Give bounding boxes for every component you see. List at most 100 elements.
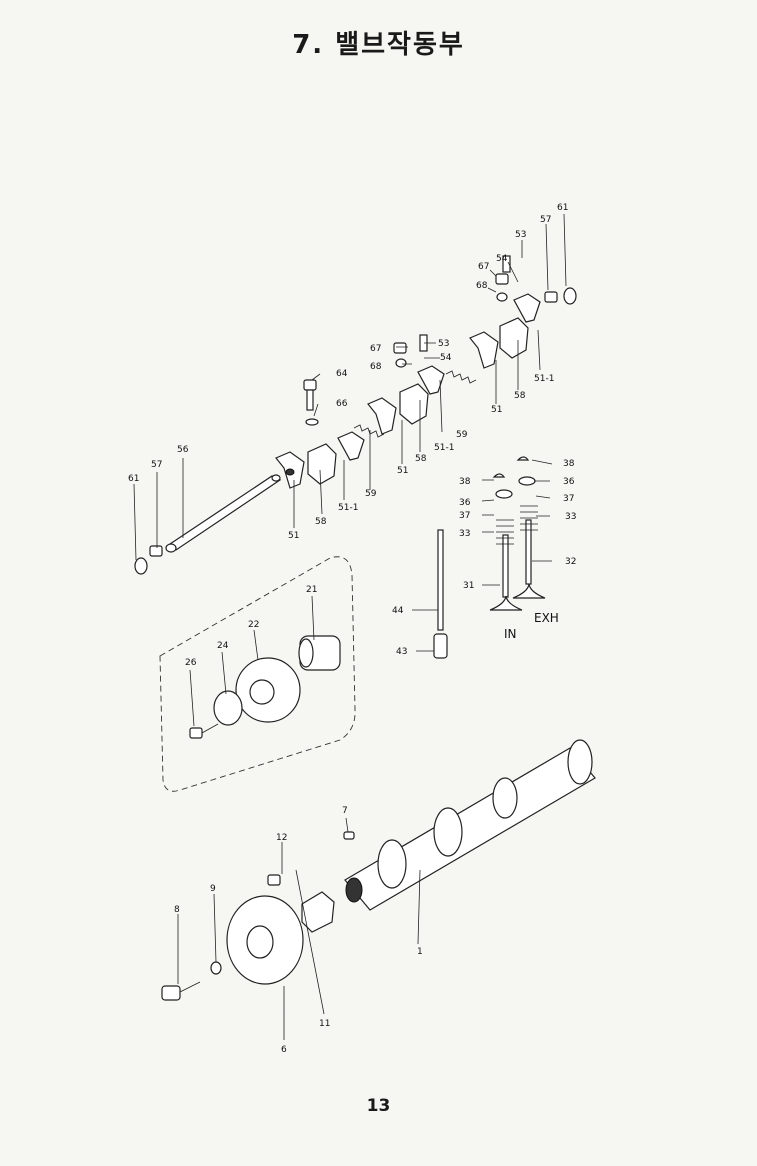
valve-cotter-exh — [516, 456, 530, 461]
nut-68-2 — [496, 292, 508, 302]
label-37a: 37 — [563, 494, 574, 504]
label-58a: 58 — [514, 391, 526, 401]
camshaft — [344, 739, 596, 911]
label-57a: 57 — [540, 215, 551, 225]
label-exh: EXH — [534, 611, 559, 625]
shaft-plug-right — [544, 291, 558, 303]
label-38a: 38 — [563, 459, 575, 469]
label-64: 64 — [336, 369, 348, 379]
rocker-shaft — [165, 474, 282, 553]
label-38b: 38 — [459, 477, 471, 487]
washer-66 — [305, 418, 319, 426]
spring-retainer-exh — [518, 476, 536, 486]
label-12: 12 — [276, 833, 287, 843]
idle-gear-group-outline — [159, 556, 356, 792]
valve-intake — [489, 534, 523, 611]
spring-59-1 — [353, 424, 385, 438]
label-57b: 57 — [151, 460, 162, 470]
page-number: 13 — [366, 1096, 391, 1116]
label-51-1a: 51-1 — [534, 374, 554, 384]
spring-59-2 — [445, 370, 477, 384]
snap-ring-left — [134, 557, 148, 575]
label-58c: 58 — [315, 517, 327, 527]
idle-gear-shaft — [298, 635, 341, 671]
label-44: 44 — [392, 606, 404, 616]
label-33a: 33 — [565, 512, 576, 522]
label-22: 22 — [248, 620, 259, 630]
nut-67-1 — [393, 342, 407, 354]
label-67b: 67 — [370, 344, 381, 354]
push-rod — [437, 529, 444, 631]
label-68b: 68 — [370, 362, 382, 372]
label-51a: 51 — [491, 405, 502, 415]
label-31: 31 — [463, 581, 474, 591]
rocker-arm-2-1 — [417, 365, 445, 395]
label-11: 11 — [319, 1019, 330, 1029]
label-53a: 53 — [515, 230, 526, 240]
page-title: 7. 밸브작동부 — [292, 30, 465, 60]
label-54a: 54 — [496, 254, 508, 264]
valve-spring-exh — [520, 505, 538, 531]
tappet — [433, 633, 448, 659]
label-26: 26 — [185, 658, 197, 668]
cam-gear — [226, 895, 304, 985]
adjust-screw-2 — [502, 255, 511, 273]
idle-gear-bolt — [189, 723, 219, 739]
label-36a: 36 — [563, 477, 575, 487]
label-53b: 53 — [438, 339, 449, 349]
rocker-arm-2 — [367, 397, 397, 435]
valve-exhaust — [512, 519, 546, 599]
label-58b: 58 — [415, 454, 427, 464]
rocker-arm-1-1 — [337, 431, 365, 461]
label-66: 66 — [336, 399, 348, 409]
label-59a: 59 — [456, 430, 468, 440]
label-33b: 33 — [459, 529, 470, 539]
bolt-8 — [161, 981, 201, 1001]
label-54b: 54 — [440, 353, 452, 363]
label-37b: 37 — [459, 511, 470, 521]
bolt-12 — [267, 874, 281, 886]
label-67a: 67 — [478, 262, 489, 272]
label-in: IN — [504, 627, 517, 641]
snap-ring-right — [563, 287, 577, 305]
label-32: 32 — [565, 557, 576, 567]
label-61b: 61 — [128, 474, 139, 484]
valve-cotter-in — [492, 473, 506, 478]
label-24: 24 — [217, 641, 229, 651]
key-7 — [343, 831, 355, 840]
idle-gear-plate — [213, 690, 243, 726]
label-51c: 51 — [288, 531, 299, 541]
label-1: 1 — [417, 947, 423, 957]
bolt-64 — [303, 379, 317, 411]
label-9: 9 — [210, 884, 216, 894]
spring-retainer-in — [495, 489, 513, 499]
nut-68-1 — [395, 358, 407, 368]
washer-9 — [210, 961, 222, 975]
nut-67-2 — [495, 273, 509, 285]
label-68a: 68 — [476, 281, 488, 291]
rocker-bracket-3 — [499, 317, 529, 359]
thrust-plate-11 — [301, 891, 335, 933]
label-51-1c: 51-1 — [338, 503, 358, 513]
rocker-bracket-1 — [307, 443, 337, 485]
label-59b: 59 — [365, 489, 377, 499]
label-51-1b: 51-1 — [434, 443, 454, 453]
valve-spring-in — [496, 519, 514, 545]
label-6: 6 — [281, 1045, 287, 1055]
rocker-arm-3 — [469, 331, 499, 369]
label-36b: 36 — [459, 498, 471, 508]
label-51b: 51 — [397, 466, 408, 476]
rocker-bracket-2 — [399, 383, 429, 425]
label-56: 56 — [177, 445, 189, 455]
rocker-arm-3-1 — [513, 293, 541, 323]
leader-lines — [133, 213, 567, 1040]
idle-gear — [235, 657, 301, 723]
label-7: 7 — [342, 806, 348, 816]
label-21: 21 — [306, 585, 317, 595]
label-8: 8 — [174, 905, 180, 915]
shaft-plug — [149, 545, 163, 557]
rocker-arm-1 — [275, 451, 305, 489]
label-61a: 61 — [557, 203, 568, 213]
label-43: 43 — [396, 647, 407, 657]
